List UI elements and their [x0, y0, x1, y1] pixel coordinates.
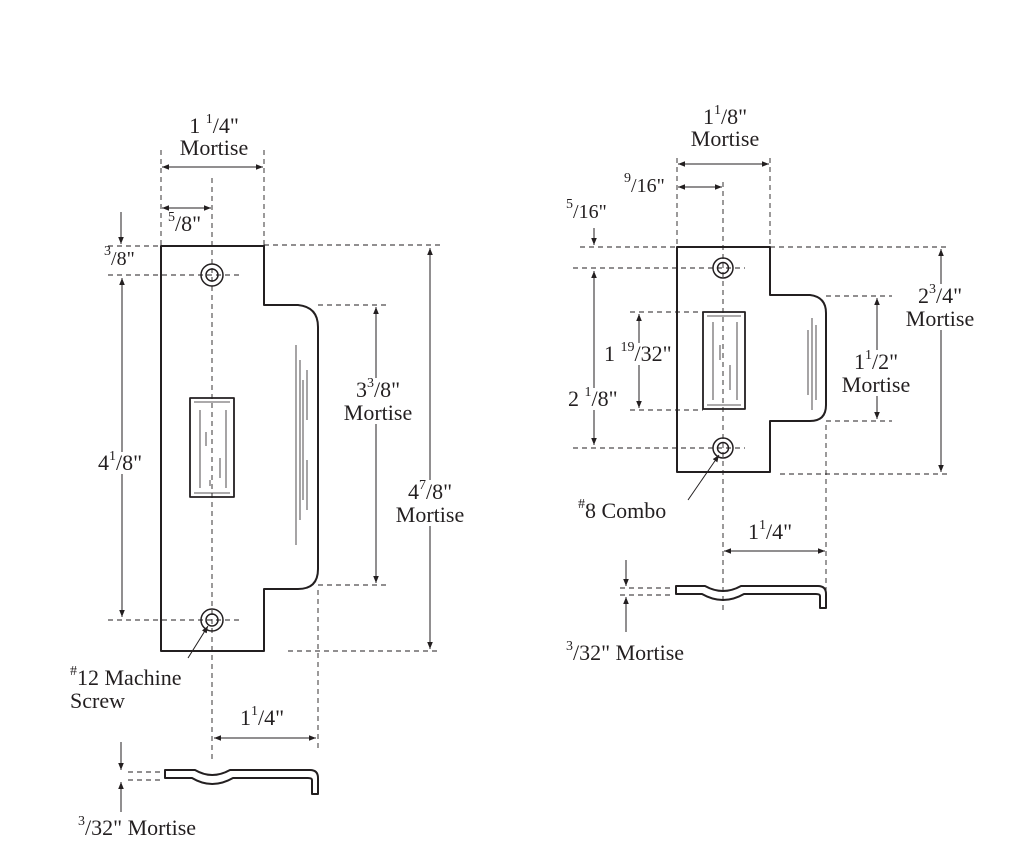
- left-lip-height-label: 33/8" Mortise: [334, 376, 422, 424]
- left-top-offset-label: 3/8": [104, 244, 135, 270]
- left-lip-depth-label: 11/4": [240, 703, 285, 730]
- right-top-offset-label: 5/16": [566, 197, 607, 223]
- left-side-profile: [164, 769, 319, 795]
- right-latch-opening: [702, 311, 746, 410]
- right-lip-depth-label: 11/4": [748, 517, 793, 544]
- right-hole-spacing-label: 2 1/8": [568, 384, 618, 411]
- left-overall-height-label: 47/8" Mortise: [386, 478, 474, 526]
- right-dimension-arrows: [591, 161, 944, 632]
- right-thickness-label: 3/32" Mortise: [566, 638, 685, 665]
- left-strike-plate: [160, 245, 319, 652]
- right-extension-lines: [573, 158, 950, 612]
- left-thickness-label: 3/32" Mortise: [78, 813, 197, 840]
- right-overall-height-label: 23/4" Mortise: [896, 282, 984, 330]
- right-screw-leader: [687, 454, 720, 501]
- right-lip-height-label: 11/2" Mortise: [832, 348, 920, 396]
- left-width-label: 1 1/4" Mortise: [179, 111, 249, 160]
- right-side-profile: [675, 585, 827, 609]
- right-screw-label: #8 Combo: [578, 496, 667, 523]
- left-hole-offset-label: 5/8": [168, 209, 202, 236]
- right-strike-plate: [676, 246, 827, 473]
- left-extension-lines: [108, 150, 440, 781]
- right-width-label: 11/8" Mortise: [690, 102, 760, 151]
- left-hole-spacing-label: 41/8": [98, 448, 143, 475]
- left-screw-label: #12 Machine Screw: [70, 663, 182, 714]
- right-lip-shading: [807, 318, 817, 410]
- left-screw-leader: [187, 625, 209, 659]
- left-dimension-arrows: [118, 164, 433, 812]
- right-opening-label: 1 19/32": [604, 339, 672, 366]
- left-lip-shading: [295, 345, 308, 545]
- right-hole-offset-label: 9/16": [624, 171, 665, 197]
